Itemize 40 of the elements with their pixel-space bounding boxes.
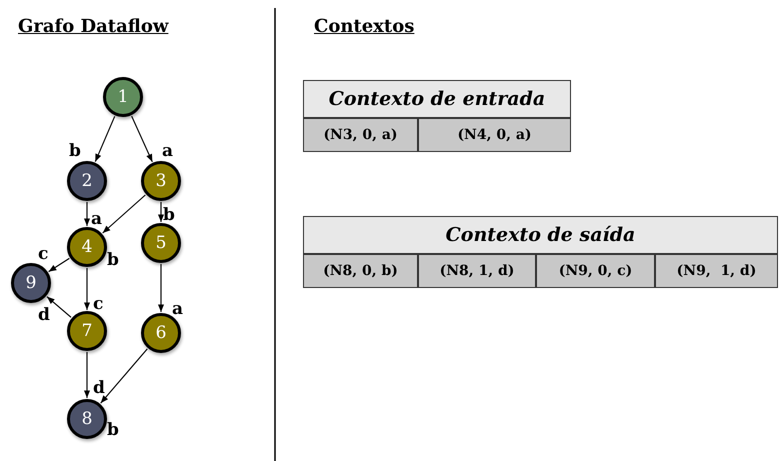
edge-label: d bbox=[38, 307, 50, 324]
arrow bbox=[84, 202, 90, 226]
arrow bbox=[84, 352, 90, 398]
section-heading: Grafo Dataflow bbox=[18, 16, 168, 37]
table-header-cell: Contexto de entrada bbox=[303, 80, 571, 118]
table-cell: (N9, 0, c) bbox=[536, 254, 655, 288]
edge-label: c bbox=[38, 246, 48, 263]
edge-label: b bbox=[107, 422, 119, 439]
edge-label: b bbox=[107, 252, 119, 269]
arrow bbox=[46, 296, 72, 318]
table-cell: (N8, 0, b) bbox=[303, 254, 418, 288]
graph-node-circle: 4 bbox=[67, 227, 107, 267]
edge-label: a bbox=[91, 211, 102, 228]
edge-label: c bbox=[93, 296, 104, 313]
graph-node-circle: 8 bbox=[67, 399, 107, 439]
edge-label: d bbox=[93, 380, 105, 397]
graph-node-circle: 3 bbox=[141, 161, 181, 201]
section-heading: Contextos bbox=[314, 16, 414, 37]
arrow bbox=[94, 116, 116, 162]
graph-node-circle: 2 bbox=[67, 161, 107, 201]
arrow bbox=[158, 202, 164, 222]
arrow bbox=[100, 348, 148, 404]
graph-node-circle: 6 bbox=[141, 313, 181, 353]
arrow bbox=[131, 116, 153, 162]
arrow bbox=[158, 264, 164, 312]
table-cell: (N3, 0, a) bbox=[303, 118, 418, 152]
edge-label: a bbox=[162, 143, 174, 160]
edge-label: b bbox=[69, 143, 81, 160]
graph-node-circle: 7 bbox=[67, 311, 107, 351]
table-header-cell: Contexto de saída bbox=[303, 216, 778, 254]
graph-node-circle: 9 bbox=[11, 263, 51, 303]
arrow bbox=[48, 258, 70, 272]
table-cell: (N9, 1, d) bbox=[655, 254, 778, 288]
graph-node-circle: 5 bbox=[141, 223, 181, 263]
arrow bbox=[102, 194, 146, 234]
table-cell: (N8, 1, d) bbox=[418, 254, 536, 288]
graph-node-circle: 1 bbox=[103, 77, 143, 117]
arrow bbox=[84, 268, 90, 310]
edge-label: b bbox=[163, 207, 175, 224]
table-cell: (N4, 0, a) bbox=[418, 118, 571, 152]
